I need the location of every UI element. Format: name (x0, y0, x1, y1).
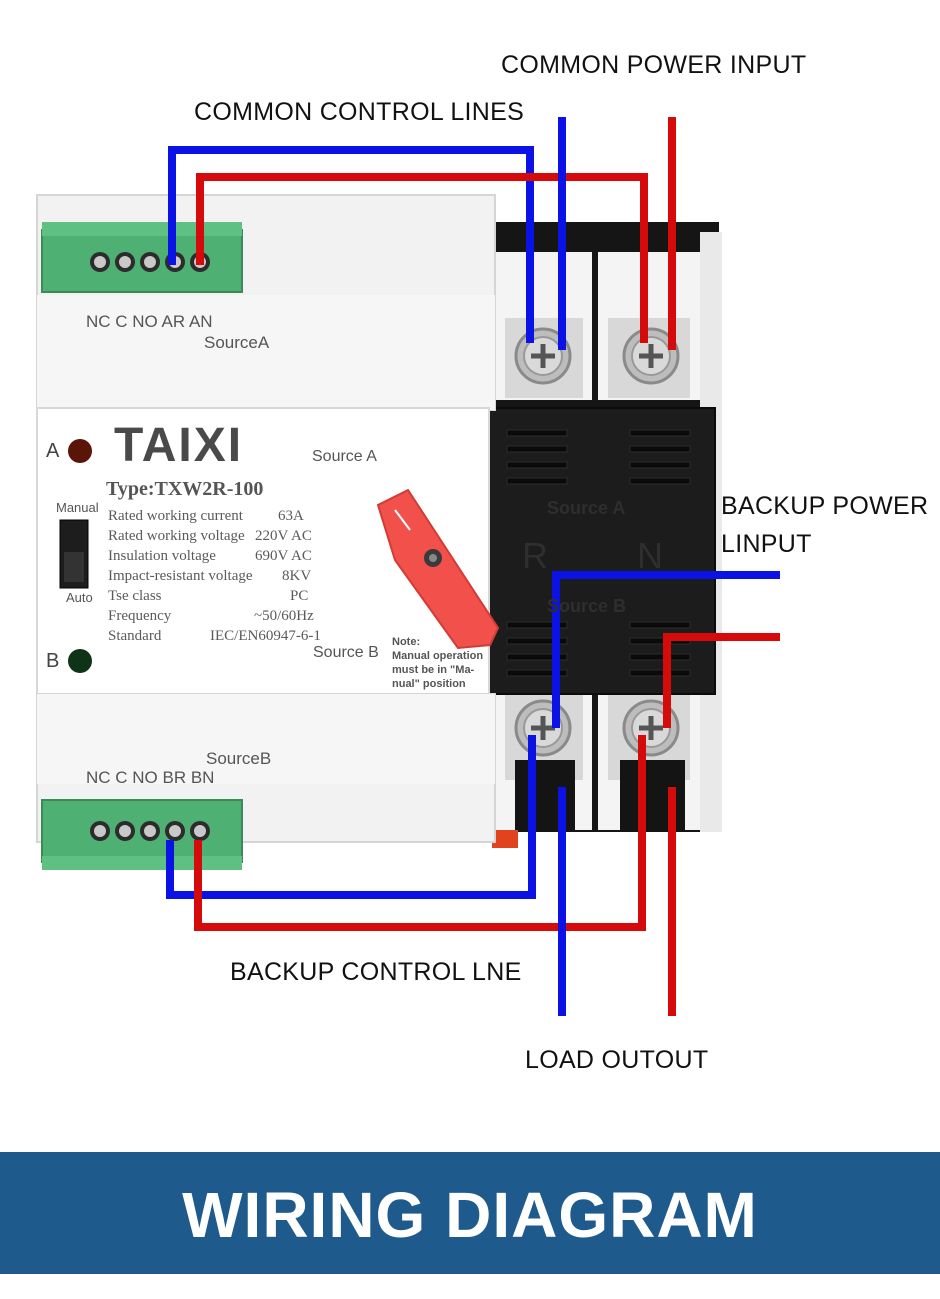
callout-backup-power-line2: LINPUT (721, 530, 812, 558)
indicator-a-label: A (46, 440, 60, 462)
terminal-labels-b: NC C NO BR BN (86, 768, 215, 787)
cover-source-a: Source A (547, 498, 626, 518)
note-line: nual" position (392, 678, 466, 690)
common-control-red-wire (196, 173, 648, 343)
source-a-label: SourceA (204, 333, 270, 352)
spec-value: 220V AC (255, 528, 312, 544)
type-label: Type:TXW2R-100 (106, 478, 264, 500)
cover-r: R (522, 535, 548, 576)
banner-title: WIRING DIAGRAM (182, 1179, 758, 1251)
terminal-labels-a: NC C NO AR AN (86, 312, 213, 331)
terminal-block-b (41, 799, 243, 870)
indicator-a-light (68, 439, 92, 463)
transfer-knob[interactable] (376, 488, 500, 650)
spec-label: Rated working voltage (108, 528, 245, 544)
screw-top-right (622, 327, 680, 385)
face-source-a: Source A (312, 448, 377, 465)
callout-backup-power-line1: BACKUP POWER (721, 492, 929, 520)
backup-control-red-wire (194, 735, 646, 931)
brand-logo: TAIXI (114, 419, 244, 472)
title-banner: WIRING DIAGRAM (0, 1152, 940, 1274)
spec-label: Tse class (108, 588, 162, 604)
spec-label: Insulation voltage (108, 548, 216, 564)
spec-value: IEC/EN60947-6-1 (210, 628, 321, 644)
note-line: Note: (392, 636, 421, 648)
callout-common-power-input: COMMON POWER INPUT (501, 51, 807, 79)
common-control-blue-wire (168, 146, 534, 343)
backup-power-blue-wire (552, 571, 780, 728)
device-illustration (36, 117, 780, 1016)
cover-n: N (637, 535, 663, 576)
spec-value: 8KV (282, 568, 312, 584)
spec-value: 63A (278, 508, 304, 524)
indicator-b-label: B (46, 650, 60, 672)
indicator-b-light (68, 649, 92, 673)
callout-common-control-lines: COMMON CONTROL LINES (194, 98, 525, 126)
switch-manual-label: Manual (56, 500, 99, 515)
callout-load-output: LOAD OUTOUT (525, 1046, 709, 1074)
terminal-cover (486, 407, 716, 695)
switch-auto-label: Auto (66, 590, 93, 605)
cover-source-b: Source B (547, 596, 627, 616)
spec-label: Rated working current (108, 508, 243, 524)
face-source-b: Source B (313, 644, 379, 661)
screw-bottom-left (514, 699, 572, 757)
backup-control-blue-wire (166, 735, 536, 899)
note-line: must be in "Ma- (392, 664, 475, 676)
spec-value: 690V AC (255, 548, 312, 564)
backup-power-red-wire (663, 633, 780, 728)
note-line: Manual operation (392, 650, 484, 662)
callout-backup-control-line: BACKUP CONTROL LNE (230, 958, 522, 986)
spec-label: Standard (108, 628, 162, 644)
source-b-label: SourceB (206, 749, 272, 768)
spec-label: Impact-resistant voltage (108, 568, 253, 584)
spec-value: PC (290, 588, 309, 604)
spec-label: Frequency (108, 608, 172, 624)
terminal-block-a (41, 222, 243, 293)
spec-value: ~50/60Hz (254, 608, 314, 624)
